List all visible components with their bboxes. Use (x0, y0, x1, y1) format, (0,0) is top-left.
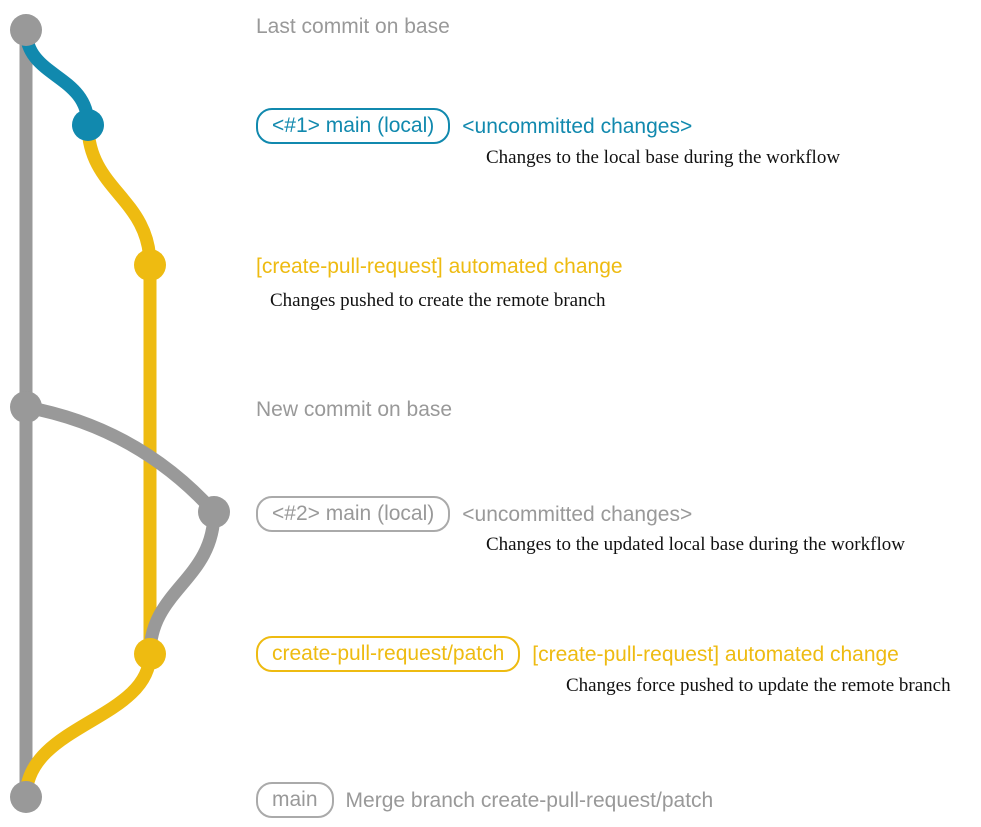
ref-badge-create-pull-request-patch[interactable]: create-pull-request/patch (256, 636, 521, 672)
commit-subject-local-uncommitted-2: <uncommitted changes> (462, 502, 693, 526)
commit-subject-automated-change-2: [create-pull-request] automated change (532, 642, 899, 666)
edge-yellow-automated2-to-merge (19, 647, 157, 804)
commit-subject-merge-commit: Merge branch create-pull-request/patch (345, 788, 714, 812)
ref-badge-main-local-2[interactable]: <#2> main (local) (256, 496, 451, 532)
node-base-top (10, 14, 42, 46)
node-local-1 (72, 109, 104, 141)
node-base-new (10, 391, 42, 423)
ref-badge-main[interactable]: main (256, 782, 334, 818)
commit-row-automated-change-2: create-pull-request/patch [create-pull-r… (256, 636, 899, 672)
commit-subject-last-commit-on-base: Last commit on base (256, 15, 450, 38)
edge-gray-local2-to-automated2 (143, 505, 221, 661)
edge-gray-basenew-to-local2 (19, 400, 221, 519)
node-merge-commit (10, 781, 42, 813)
commit-subject-local-uncommitted-1: <uncommitted changes> (462, 114, 693, 138)
commit-note-local-uncommitted-2: Changes to the updated local base during… (486, 534, 905, 555)
commit-note-local-uncommitted-1: Changes to the local base during the wor… (486, 147, 841, 168)
commit-subject-automated-change-1: [create-pull-request] automated change (256, 255, 623, 278)
node-local-2 (198, 496, 230, 528)
commit-row-local-uncommitted-1: <#1> main (local) <uncommitted changes> (256, 108, 692, 144)
node-automated-1 (134, 249, 166, 281)
ref-badge-main-local-1[interactable]: <#1> main (local) (256, 108, 451, 144)
graph-nodes (10, 14, 230, 813)
node-automated-2 (134, 638, 166, 670)
commit-row-local-uncommitted-2: <#2> main (local) <uncommitted changes> (256, 496, 692, 532)
commit-subject-new-commit-on-base: New commit on base (256, 398, 453, 421)
commit-note-automated-change-1: Changes pushed to create the remote bran… (270, 290, 606, 311)
commit-note-automated-change-2: Changes force pushed to update the remot… (566, 675, 951, 696)
commit-row-merge-commit: main Merge branch create-pull-request/pa… (256, 782, 713, 818)
edge-yellow-local1-to-automated1 (81, 118, 157, 272)
